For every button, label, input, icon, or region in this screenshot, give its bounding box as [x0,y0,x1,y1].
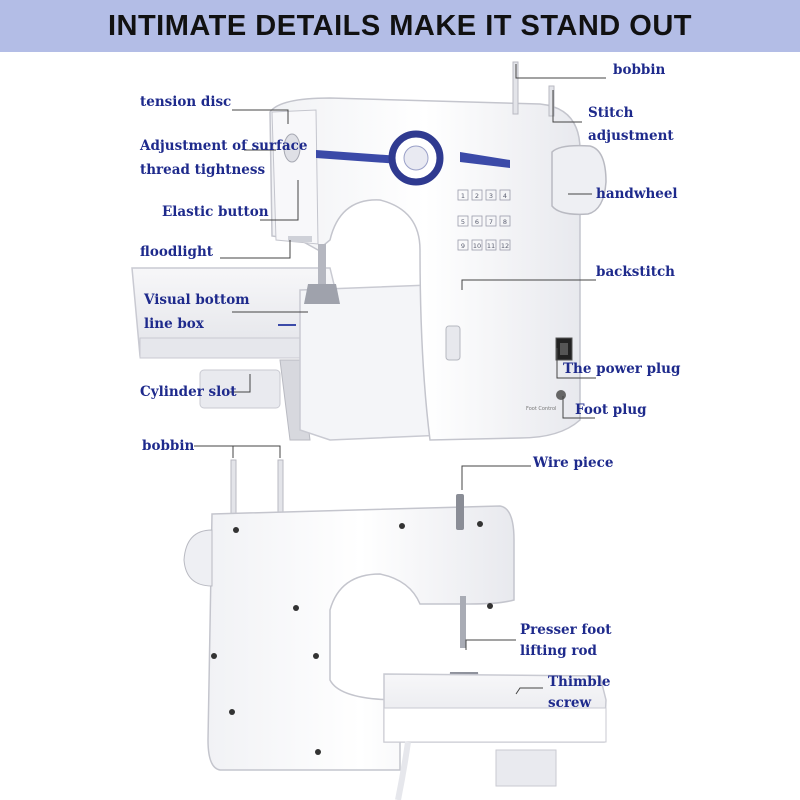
label-power-plug: The power plug [563,361,681,377]
stitch-number: 8 [503,218,507,226]
machine-body [269,97,581,441]
foot-plug-socket [556,390,566,400]
stitch-number: 2 [475,192,479,200]
label-stitch-1: Stitch [588,105,634,121]
label-handwheel: handwheel [596,186,678,202]
label-tension-disc: tension disc [140,94,232,110]
presser-foot [304,284,340,304]
label-presser-1: Presser foot [520,622,612,638]
stitch-number: 3 [489,192,493,200]
blue-stripe-right [460,152,510,168]
svg-text:Foot Control: Foot Control [526,406,556,412]
label-wire-piece: Wire piece [533,455,614,471]
tension-disc-shape [283,133,301,163]
presser-rod [460,596,466,648]
blue-stripe-left [316,150,400,164]
rear-spool-pin-right [277,459,284,519]
head-plate [271,109,319,245]
rear-body [207,505,515,771]
rear-handwheel [183,529,213,587]
label-visual-2: line box [144,316,204,332]
label-elastic-button: Elastic button [162,204,269,220]
stitch-number: 12 [501,242,509,250]
wire-piece-shape [456,494,464,530]
cylinder-base [199,369,281,409]
backstitch-lever [445,325,461,361]
spool-pin-left [512,61,519,115]
label-surface-1: Adjustment of surface [140,138,308,154]
rear-spool-pin-left [230,459,237,519]
label-bobbin-bottom: bobbin [142,438,195,454]
needle-bar [318,244,326,284]
leader-lines [194,64,606,695]
stitch-dial-center [403,145,429,171]
spool-pin-right [548,85,555,117]
floodlight-lamp [288,236,312,242]
label-stitch-2: adjustment [588,128,674,144]
power-cable [395,741,411,800]
label-bobbin-top: bobbin [613,62,666,78]
label-backstitch: backstitch [596,264,675,280]
power-switch-rocker [560,343,568,355]
stitch-number: 6 [475,218,479,226]
label-presser-2: lifting rod [520,643,597,659]
label-cylinder-slot: Cylinder slot [140,384,237,400]
label-visual-1: Visual bottom [144,292,250,308]
label-floodlight: floodlight [140,244,214,260]
label-foot-plug: Foot plug [575,402,647,418]
label-thimble-2: screw [548,695,592,711]
stitch-number: 7 [489,218,493,226]
stitch-number: 1 [461,192,465,200]
stitch-number: 11 [487,242,495,250]
banner-title: INTIMATE DETAILS MAKE IT STAND OUT [107,9,693,42]
stitch-number: 4 [503,192,507,200]
label-surface-2: thread tightness [140,162,266,178]
stitch-number: 10 [473,242,481,250]
rear-base-foot [495,749,557,787]
stitch-number: 9 [461,242,465,250]
handwheel-shape [551,144,607,216]
stitch-panel [457,189,511,251]
rear-machine [183,459,607,800]
stitch-number: 5 [461,218,465,226]
label-thimble-1: Thimble [548,674,611,690]
title-banner: INTIMATE DETAILS MAKE IT STAND OUT [0,0,800,52]
rear-table-front [383,707,607,743]
